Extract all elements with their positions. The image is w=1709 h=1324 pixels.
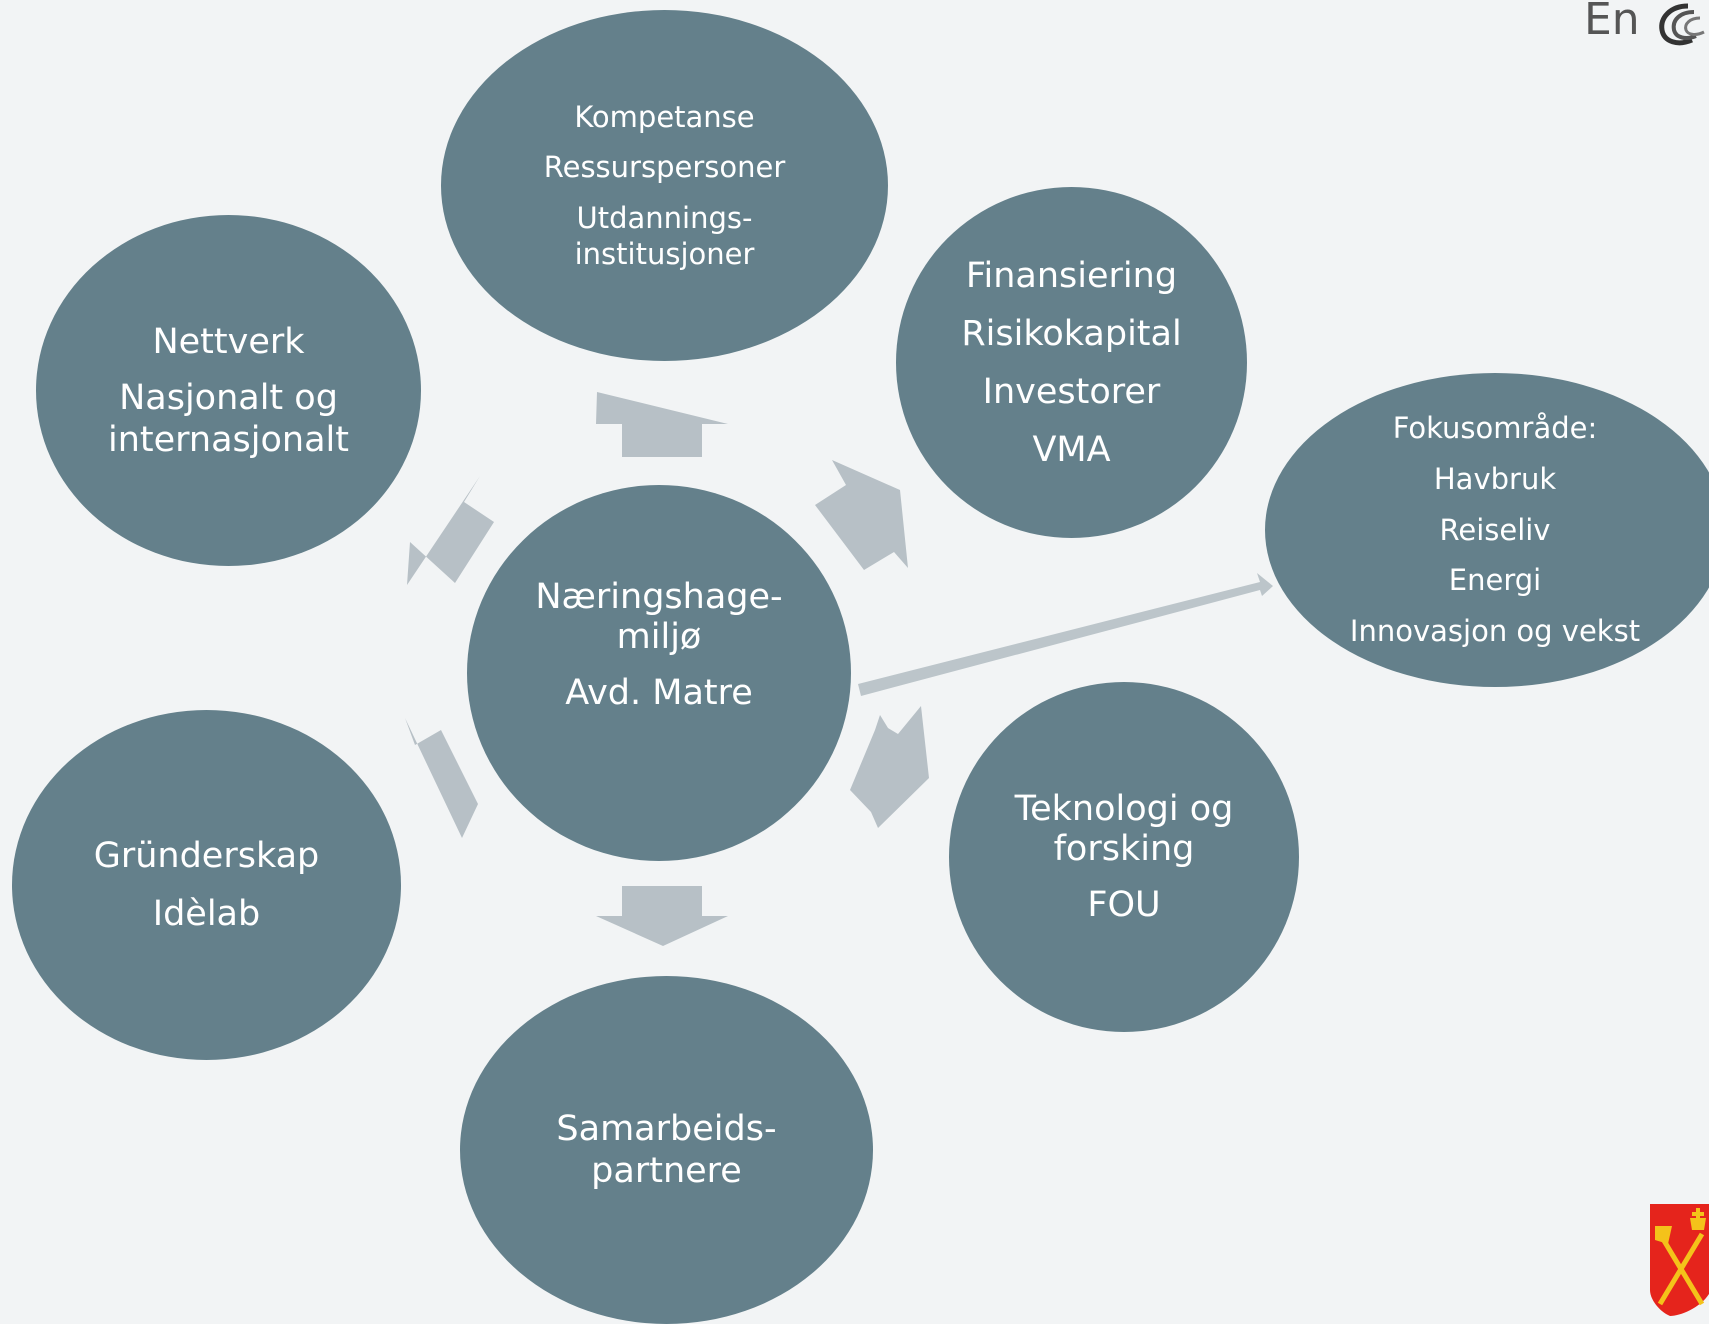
swirl-logo-icon: [1659, 3, 1705, 46]
kompetanse-line-2: Ressurspersoner: [543, 150, 786, 185]
node-kompetanse: Kompetanse Ressurspersoner Utdannings- i…: [441, 10, 888, 361]
nettverk-line-2: Nasjonalt og: [119, 377, 338, 418]
fokus-line-4: Energi: [1448, 563, 1542, 598]
corner-text: En: [1584, 0, 1640, 45]
kompetanse-line-3: Utdannings-: [576, 200, 753, 235]
teknologi-line-2: forsking: [1053, 828, 1195, 869]
grunderskap-line-1: Gründerskap: [93, 836, 320, 876]
samarbeid-line-2: partnere: [591, 1151, 742, 1191]
teknologi-line-3: FOU: [1087, 885, 1161, 926]
kompetanse-line-1: Kompetanse: [574, 100, 755, 134]
center-line-3: Avd. Matre: [565, 673, 753, 714]
arrow-upper-right: [815, 460, 908, 570]
county-coat-of-arms-icon: [1650, 1204, 1709, 1316]
arrow-up: [596, 392, 728, 457]
finansiering-line-4: VMA: [1032, 429, 1111, 470]
node-nettverk: Nettverk Nasjonalt og internasjonalt: [36, 215, 421, 566]
node-finansiering: Finansiering Risikokapital Investorer VM…: [896, 187, 1247, 538]
fokus-line-3: Reiseliv: [1439, 512, 1551, 547]
node-teknologi: Teknologi og forsking FOU: [949, 682, 1299, 1032]
fokus-line-1: Fokusområde:: [1392, 411, 1598, 445]
arrow-upper-left: [407, 476, 494, 585]
node-fokus: Fokusområde: Havbruk Reiseliv Energi Inn…: [1265, 373, 1709, 687]
kompetanse-line-4: institusjoner: [574, 236, 755, 271]
arrow-to-focus: [858, 573, 1273, 696]
arrow-lower-right: [850, 706, 929, 828]
arrow-down: [596, 886, 728, 946]
fokus-line-5: Innovasjon og vekst: [1349, 614, 1641, 649]
finansiering-line-3: Investorer: [982, 371, 1161, 412]
finansiering-line-1: Finansiering: [965, 255, 1178, 296]
node-grunderskap: Gründerskap Idèlab: [12, 710, 401, 1060]
nettverk-line-3: internasjonalt: [107, 419, 350, 460]
nettverk-line-1: Nettverk: [152, 321, 305, 362]
finansiering-line-2: Risikokapital: [961, 313, 1182, 354]
center-line-1: Næringshage-: [535, 576, 783, 617]
samarbeid-line-1: Samarbeids-: [556, 1109, 777, 1149]
node-samarbeid: Samarbeids- partnere: [460, 976, 873, 1324]
grunderskap-line-2: Idèlab: [152, 894, 261, 934]
arrow-lower-left: [405, 718, 478, 838]
node-center: Næringshage- miljø Avd. Matre: [467, 485, 851, 861]
center-line-2: miljø: [616, 616, 702, 657]
fokus-line-2: Havbruk: [1433, 461, 1557, 496]
teknologi-line-1: Teknologi og: [1014, 788, 1234, 829]
